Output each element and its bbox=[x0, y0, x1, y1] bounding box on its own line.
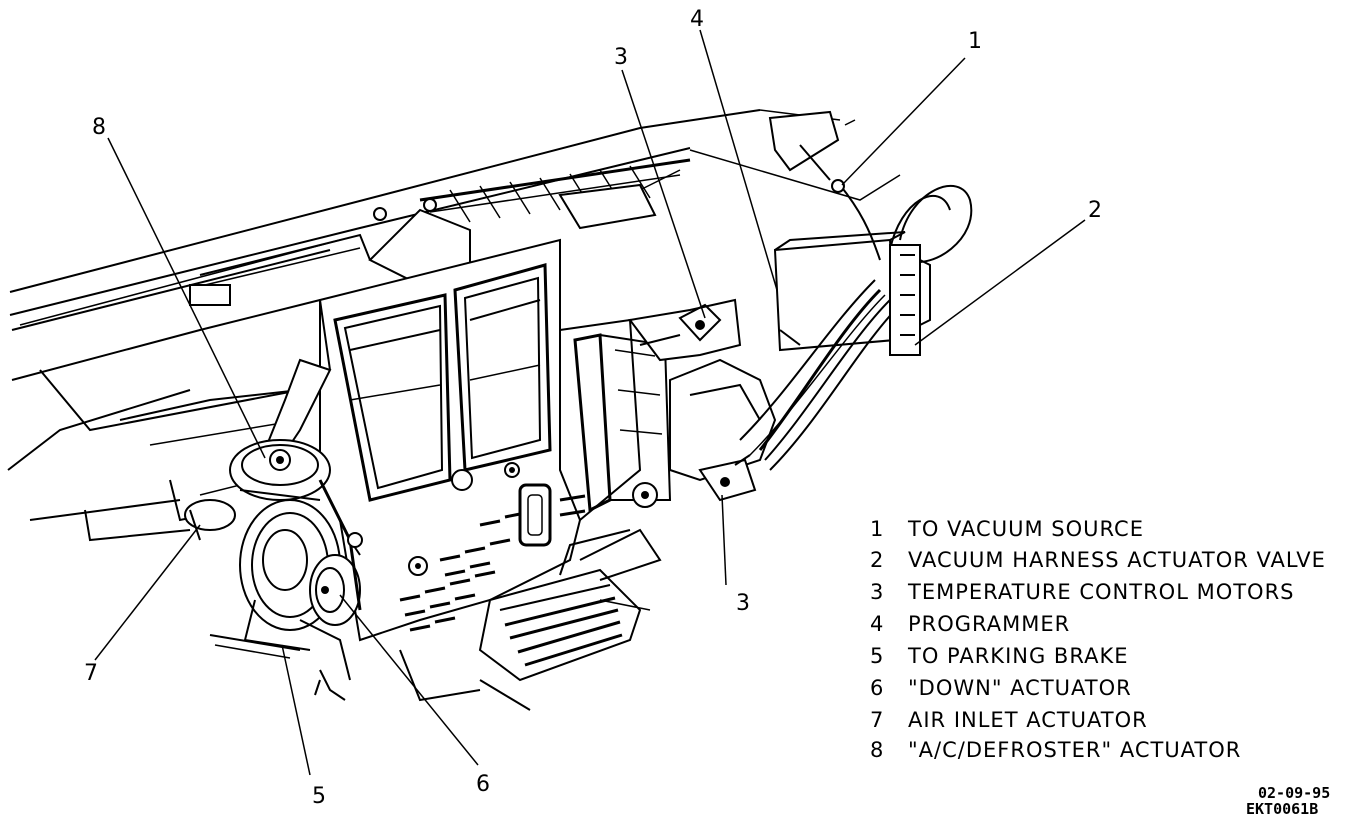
legend-text-5: TO PARKING BRAKE bbox=[907, 644, 1128, 668]
down-actuator-assembly bbox=[209, 479, 363, 701]
callout-5: 5 bbox=[312, 784, 326, 809]
legend-text-7: AIR INLET ACTUATOR bbox=[908, 708, 1148, 732]
callout-4: 4 bbox=[690, 7, 704, 32]
callout-6: 6 bbox=[476, 772, 490, 797]
legend-text-6: "DOWN" ACTUATOR bbox=[908, 676, 1132, 700]
vacuum-source-fitting bbox=[768, 110, 856, 193]
callout-1: 1 bbox=[968, 29, 982, 54]
figure-code: EKT0061B bbox=[1246, 800, 1318, 818]
legend: 1 TO VACUUM SOURCE 2 VACUUM HARNESS ACTU… bbox=[870, 517, 1326, 762]
temperature-control-motor-upper bbox=[628, 298, 742, 362]
legend-text-4: PROGRAMMER bbox=[908, 612, 1070, 636]
module-perforations bbox=[399, 494, 586, 632]
legend-num-5: 5 bbox=[870, 644, 883, 668]
callouts: 1 2 3 3 4 5 6 7 8 bbox=[84, 7, 1102, 809]
legend-text-1: TO VACUUM SOURCE bbox=[907, 517, 1144, 541]
dashboard-outline bbox=[7, 109, 901, 542]
vacuum-harness bbox=[739, 184, 973, 471]
legend-text-3: TEMPERATURE CONTROL MOTORS bbox=[907, 580, 1295, 604]
callout-3-lower: 3 bbox=[736, 591, 750, 616]
leader-lines bbox=[94, 29, 1086, 776]
legend-num-6: 6 bbox=[870, 676, 883, 700]
callout-8: 8 bbox=[92, 115, 106, 140]
legend-num-8: 8 bbox=[870, 738, 883, 762]
callout-3-upper: 3 bbox=[614, 45, 628, 70]
programmer bbox=[773, 231, 906, 352]
callout-7: 7 bbox=[84, 661, 98, 686]
date-code: 02-09-95 bbox=[1258, 784, 1330, 802]
temperature-control-motor-lower bbox=[698, 454, 757, 502]
defroster-actuator-assembly bbox=[229, 299, 332, 501]
legend-num-7: 7 bbox=[870, 708, 883, 732]
legend-num-2: 2 bbox=[870, 548, 883, 572]
legend-text-8: "A/C/DEFROSTER" ACTUATOR bbox=[908, 738, 1241, 762]
callout-2: 2 bbox=[1088, 198, 1102, 223]
legend-num-3: 3 bbox=[870, 580, 883, 604]
legend-num-4: 4 bbox=[870, 612, 883, 636]
figure-codes: 02-09-95 EKT0061B bbox=[1246, 784, 1330, 818]
legend-num-1: 1 bbox=[870, 517, 883, 541]
legend-text-2: VACUUM HARNESS ACTUATOR VALVE bbox=[908, 548, 1326, 572]
air-inlet-actuator-assembly bbox=[184, 499, 236, 541]
